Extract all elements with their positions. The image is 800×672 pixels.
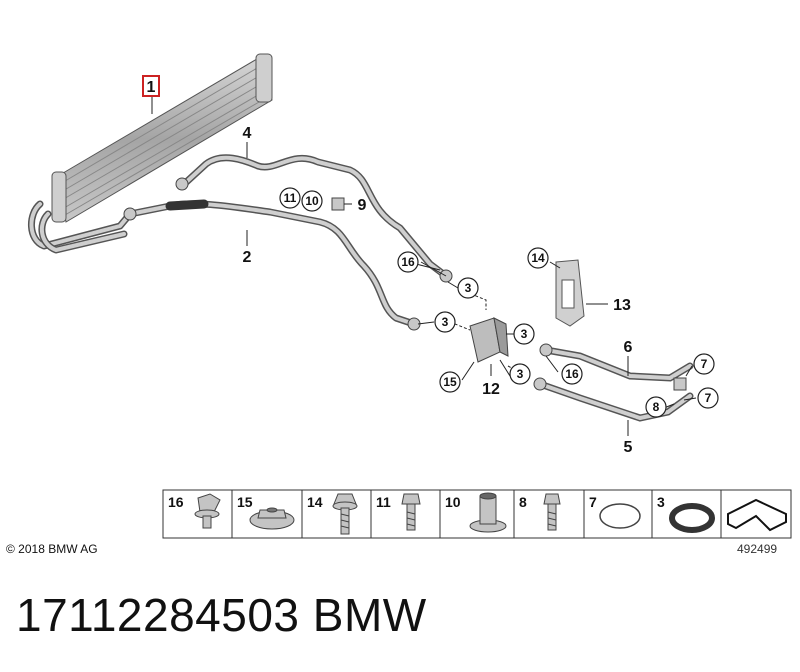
callout-5: 5 bbox=[624, 439, 633, 456]
oil-lines bbox=[28, 154, 450, 328]
callout-2: 2 bbox=[243, 249, 252, 266]
strip-part-8-bolt bbox=[543, 493, 561, 531]
strip-part-10-spacer bbox=[469, 492, 507, 533]
callout-1: 1 bbox=[147, 79, 156, 96]
part-number-line: 17112284503 BMW bbox=[16, 589, 427, 641]
callout-10: 10 bbox=[305, 194, 319, 208]
callout-3-b: 3 bbox=[442, 315, 449, 329]
callout-13: 13 bbox=[613, 297, 631, 314]
strip-label-11: 11 bbox=[376, 494, 391, 510]
callout-1-highlight bbox=[142, 75, 160, 97]
callout-14: 14 bbox=[531, 251, 545, 265]
diagram-id: 492499 bbox=[737, 542, 778, 556]
strip-part-7-o-ring bbox=[599, 503, 641, 529]
strip-label-15: 15 bbox=[237, 494, 253, 510]
callout-3-c: 3 bbox=[521, 327, 528, 341]
callout-4: 4 bbox=[243, 125, 252, 142]
bracket bbox=[555, 259, 585, 327]
strip-label-16: 16 bbox=[168, 494, 184, 510]
strip-label-7: 7 bbox=[589, 494, 597, 510]
oil-cooler bbox=[51, 53, 273, 223]
callout-3-d: 3 bbox=[517, 367, 524, 381]
strip-part-15-flange-nut bbox=[249, 507, 295, 530]
strip-label-8: 8 bbox=[519, 494, 527, 510]
strip-part-16-bolt bbox=[194, 493, 221, 529]
strip-wedge-icon bbox=[727, 498, 787, 532]
strip-label-3: 3 bbox=[657, 494, 665, 510]
callout-12: 12 bbox=[482, 381, 500, 398]
thermostat-housing bbox=[469, 317, 509, 363]
callout-7-a: 7 bbox=[701, 357, 708, 371]
callout-8: 8 bbox=[653, 400, 660, 414]
leader-lines bbox=[151, 96, 697, 436]
strip-label-10: 10 bbox=[445, 494, 461, 510]
right-lines bbox=[536, 346, 694, 422]
callout-11: 11 bbox=[284, 191, 297, 205]
callout-7-b: 7 bbox=[705, 391, 712, 405]
callout-16-b: 16 bbox=[565, 367, 579, 381]
callout-9: 9 bbox=[358, 197, 367, 214]
callout-16-a: 16 bbox=[401, 255, 415, 269]
strip-part-11-bolt bbox=[401, 493, 421, 531]
strip-label-14: 14 bbox=[307, 494, 323, 510]
circled-callouts bbox=[279, 187, 719, 418]
callout-15: 15 bbox=[443, 375, 457, 389]
strip-part-3-seal-ring bbox=[669, 503, 715, 533]
copyright-text: © 2018 BMW AG bbox=[6, 542, 98, 556]
strip-part-14-bolt bbox=[332, 493, 358, 535]
callout-3-a: 3 bbox=[465, 281, 472, 295]
callout-6: 6 bbox=[624, 339, 633, 356]
fittings bbox=[123, 177, 687, 391]
